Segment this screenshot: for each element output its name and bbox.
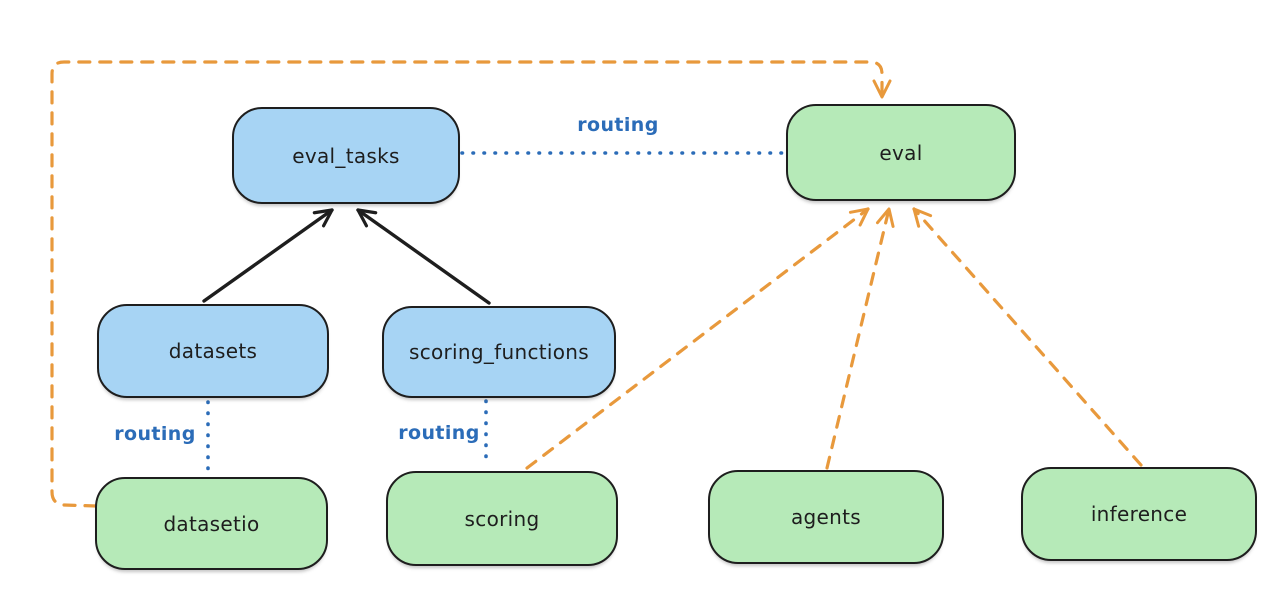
node-eval-tasks-label: eval_tasks [292,143,400,168]
node-eval: eval [786,104,1016,201]
edge-scoring_functions-to-eval_tasks [356,208,491,305]
node-eval-label: eval [879,140,923,165]
node-datasetio: datasetio [95,477,328,570]
node-datasets: datasets [97,304,329,398]
edge-label-routing-eval-tasks-eval: routing [577,114,659,136]
edge-inference-to-eval [912,207,1143,467]
edge-agents-to-eval [825,207,895,470]
node-agents: agents [708,470,944,564]
node-scoring: scoring [386,471,618,566]
node-agents-label: agents [791,505,861,529]
node-inference-label: inference [1090,502,1188,526]
node-eval-tasks: eval_tasks [232,107,460,204]
node-scoring-functions: scoring_functions [382,306,616,398]
edge-datasetio-to-eval-loop [50,60,892,508]
edge-label-routing-scoring-functions-scoring: routing [398,422,480,444]
edge-label-routing-datasets-datasetio: routing [114,423,196,445]
node-datasets-label: datasets [168,339,258,363]
node-inference: inference [1021,467,1257,561]
edge-scoring-to-eval [525,207,870,470]
node-scoring-label: scoring [464,506,540,531]
edge-datasets-to-eval_tasks [202,208,334,303]
node-scoring-functions-label: scoring_functions [408,340,590,364]
node-datasetio-label: datasetio [163,511,260,536]
